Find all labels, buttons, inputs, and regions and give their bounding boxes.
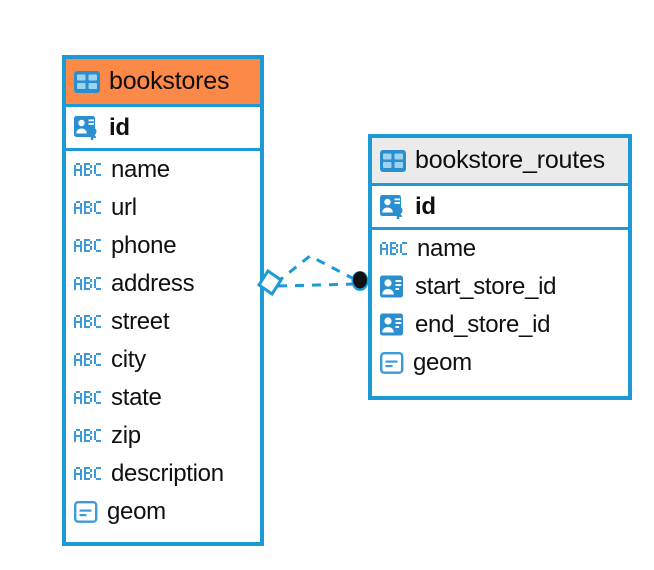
relationship-line-lower <box>277 282 357 288</box>
table-icon <box>380 149 406 172</box>
field-row[interactable]: state <box>66 379 260 417</box>
field-row[interactable]: name <box>372 230 628 268</box>
entity-bookstores[interactable]: bookstores id <box>62 55 264 546</box>
field-name: geom <box>107 498 166 525</box>
abc-text-icon <box>74 466 102 482</box>
field-name: name <box>417 235 476 262</box>
field-row[interactable]: street <box>66 303 260 341</box>
relationship-connector[interactable] <box>252 238 380 318</box>
field-name: id <box>415 192 436 220</box>
abc-text-icon <box>74 390 102 406</box>
field-row[interactable]: geom <box>372 344 628 382</box>
field-row[interactable]: start_store_id <box>372 268 628 306</box>
relationship-line-upper <box>275 254 357 285</box>
field-list-bookstores: id nam <box>66 107 260 531</box>
field-name: start_store_id <box>415 273 557 300</box>
entity-header-bookstore-routes[interactable]: bookstore_routes <box>372 138 628 186</box>
field-row[interactable]: id <box>372 186 628 230</box>
abc-text-icon <box>74 162 102 178</box>
entity-title: bookstores <box>109 67 230 95</box>
field-name: address <box>111 270 195 297</box>
field-name: city <box>111 346 146 373</box>
field-name: zip <box>111 422 141 449</box>
field-name: end_store_id <box>415 311 551 338</box>
field-name: url <box>111 194 137 221</box>
primary-key-icon <box>380 194 406 220</box>
field-row[interactable]: end_store_id <box>372 306 628 344</box>
primary-key-icon <box>74 115 100 141</box>
abc-text-icon <box>380 241 408 257</box>
field-name: state <box>111 384 162 411</box>
field-row[interactable]: phone <box>66 227 260 265</box>
field-name: geom <box>413 349 472 376</box>
abc-text-icon <box>74 238 102 254</box>
field-list-bookstore-routes: id nam <box>372 186 628 382</box>
field-row[interactable]: name <box>66 151 260 189</box>
field-name: name <box>111 156 170 183</box>
field-name: id <box>109 113 130 141</box>
field-name: description <box>111 460 224 487</box>
abc-text-icon <box>74 428 102 444</box>
table-icon <box>74 70 100 93</box>
field-row[interactable]: zip <box>66 417 260 455</box>
field-name: phone <box>111 232 177 259</box>
field-row[interactable]: geom <box>66 493 260 531</box>
abc-text-icon <box>74 352 102 368</box>
relationship-target-circle-marker <box>351 271 369 291</box>
geometry-icon <box>380 352 404 374</box>
abc-text-icon <box>74 200 102 216</box>
abc-text-icon <box>74 276 102 292</box>
geometry-icon <box>74 501 98 523</box>
field-row[interactable]: address <box>66 265 260 303</box>
field-name: street <box>111 308 170 335</box>
field-row[interactable]: description <box>66 455 260 493</box>
field-row[interactable]: city <box>66 341 260 379</box>
entity-bookstore-routes[interactable]: bookstore_routes id <box>368 134 632 400</box>
foreign-key-icon <box>380 313 406 337</box>
field-row[interactable]: url <box>66 189 260 227</box>
foreign-key-icon <box>380 275 406 299</box>
abc-text-icon <box>74 314 102 330</box>
field-row[interactable]: id <box>66 107 260 151</box>
entity-title: bookstore_routes <box>415 146 605 174</box>
entity-header-bookstores[interactable]: bookstores <box>66 59 260 107</box>
